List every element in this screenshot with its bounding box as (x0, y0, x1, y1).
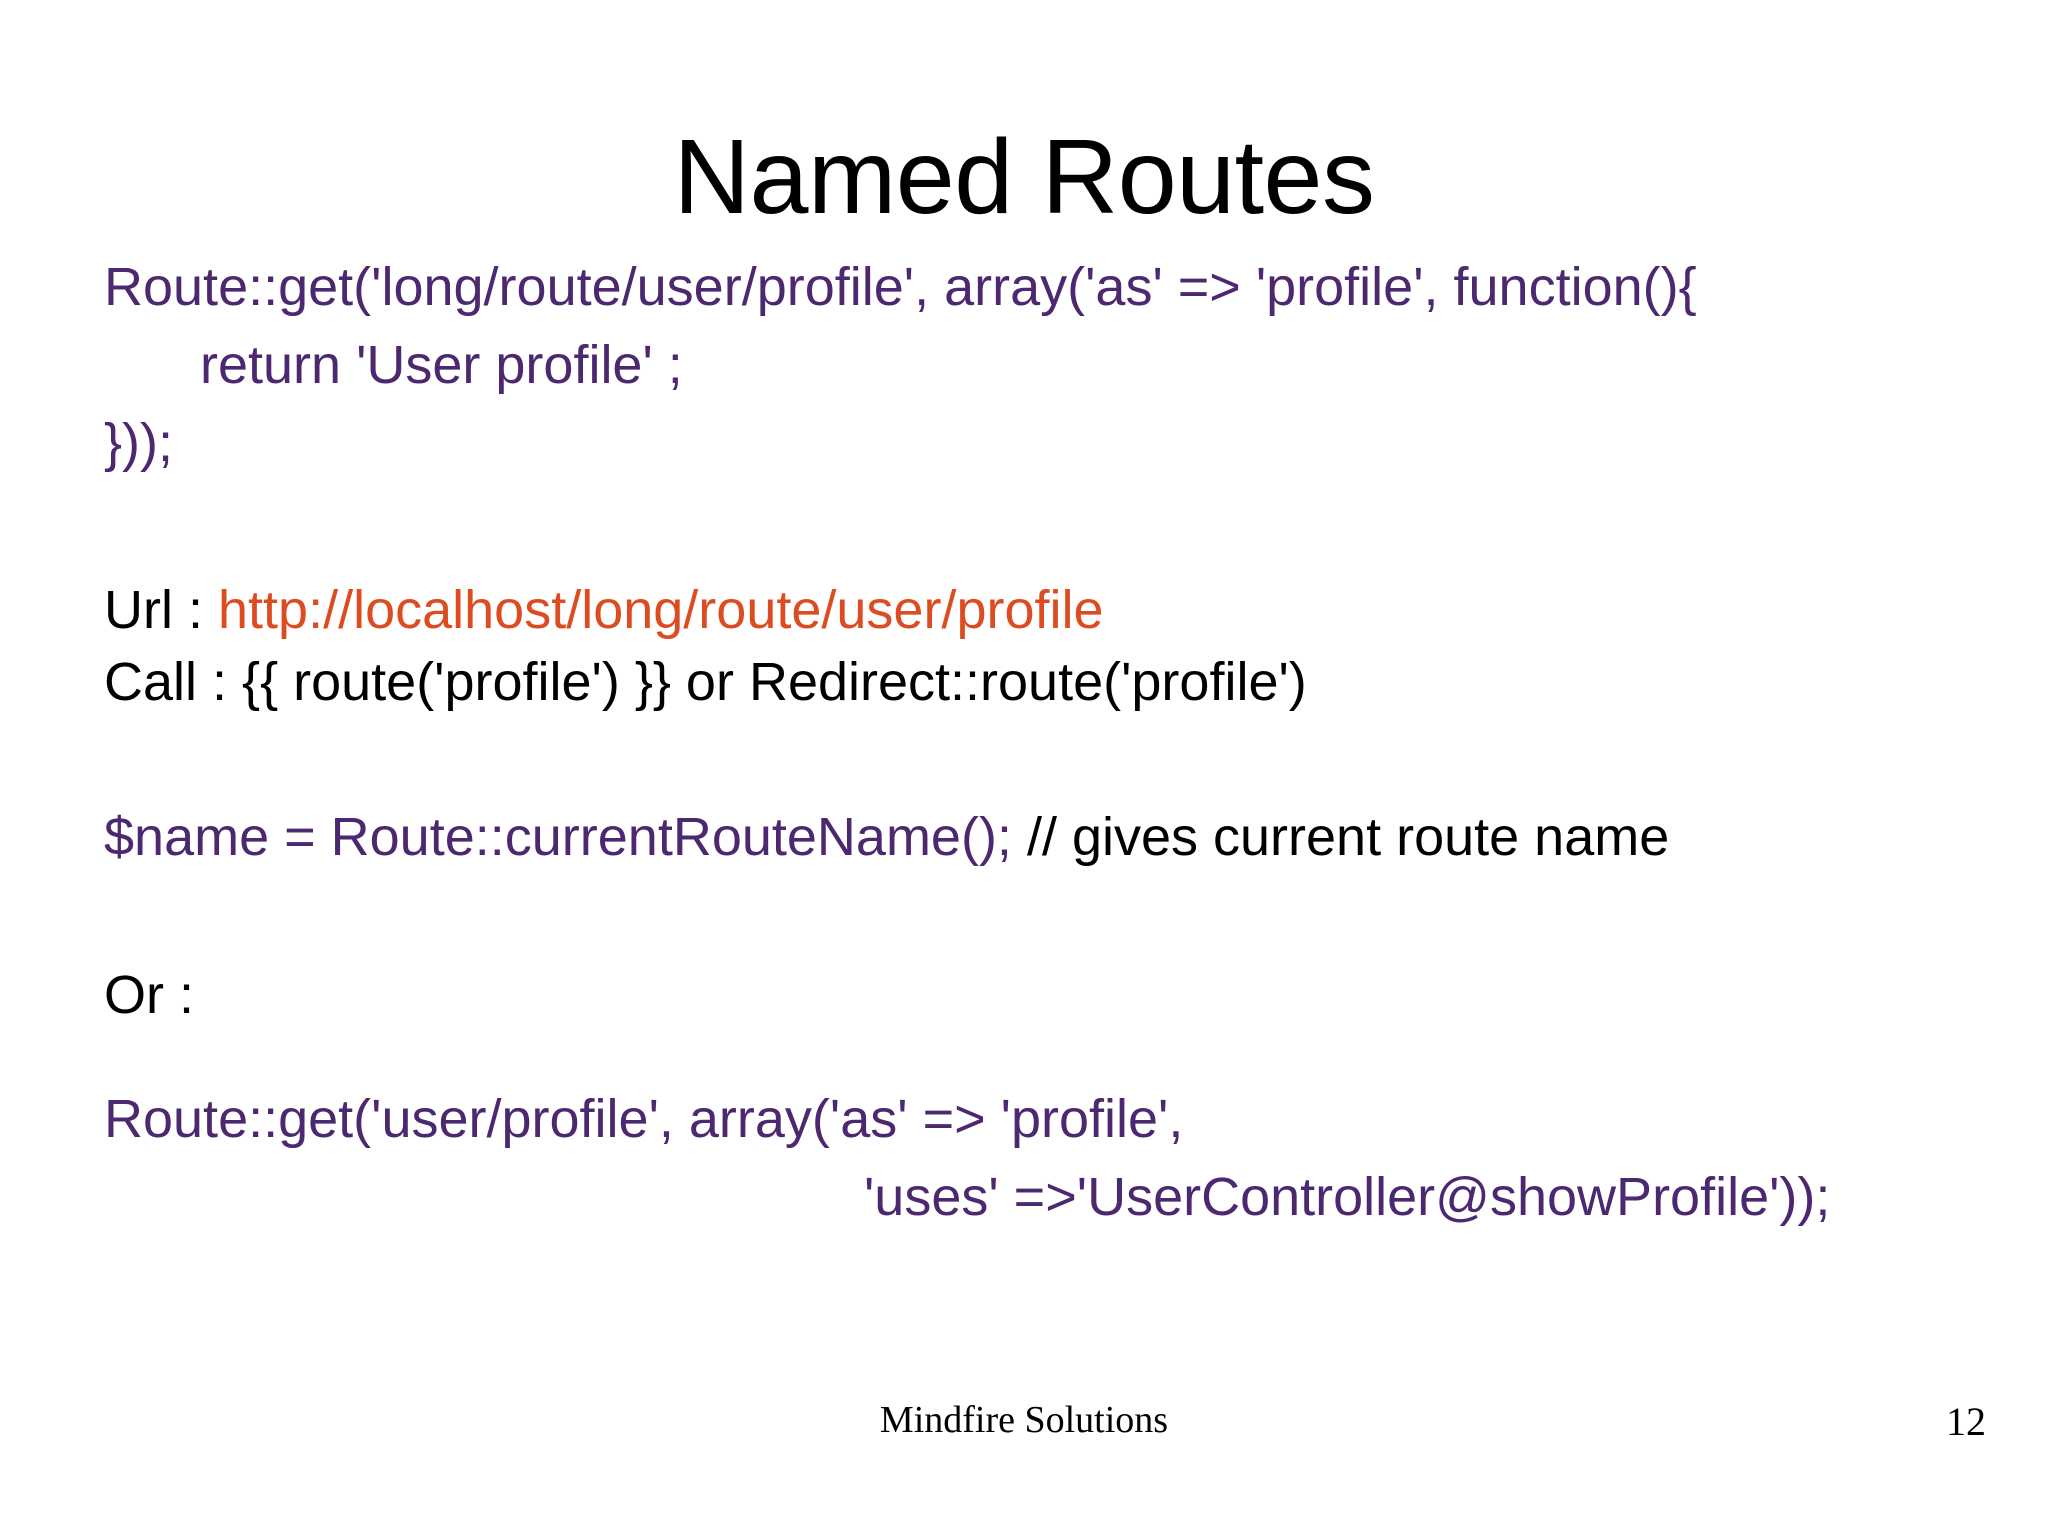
spacer-after-or (104, 1034, 1984, 1080)
or-label: Or : (104, 965, 194, 1025)
url-line: Url : http://localhost/long/route/user/p… (104, 574, 1984, 646)
current-route-name-line: $name = Route::currentRouteName(); // gi… (104, 798, 1984, 876)
call-line: Call : {{ route('profile') }} or Redirec… (104, 652, 1307, 712)
page-title: Named Routes (673, 118, 1375, 237)
url-label: Url : (104, 580, 218, 640)
slide-body: Route::get('long/route/user/profile', ar… (104, 248, 1984, 1236)
code-line-route-get-long: Route::get('long/route/user/profile', ar… (104, 257, 1697, 317)
spacer-after-current-route (104, 876, 1984, 956)
current-route-name-code: $name = Route::currentRouteName(); (104, 807, 1012, 867)
code-line-closing-braces: })); (104, 413, 174, 473)
spacer-after-code-block-1 (104, 482, 1984, 574)
code-line-return-user-profile: return 'User profile' ; (200, 335, 683, 395)
code-line-route-get-user: Route::get('user/profile', array('as' =>… (104, 1089, 1184, 1149)
slide-footer: Mindfire Solutions 12 (0, 1398, 2048, 1458)
footer-page-number: 12 (1946, 1399, 1986, 1444)
spacer-after-url-call (104, 718, 1984, 798)
url-value: http://localhost/long/route/user/profile (218, 580, 1104, 640)
code-line-uses-controller: 'uses' =>'UserController@showProfile')); (864, 1167, 1831, 1227)
footer-organization: Mindfire Solutions (879, 1399, 1169, 1441)
current-route-name-comment: // gives current route name (1011, 807, 1670, 867)
